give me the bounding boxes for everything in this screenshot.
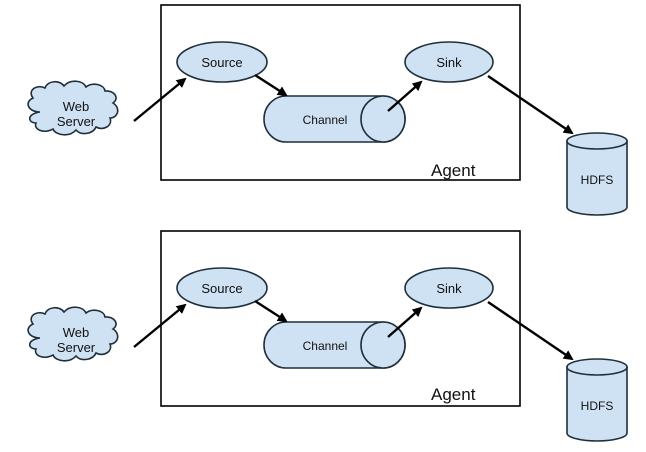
channel-node: Channel [263,95,406,143]
agent-box [160,230,521,407]
hdfs-label: HDFS [581,173,614,187]
sink-label: Sink [436,55,462,70]
arrow-channel-to-sink [387,306,423,338]
source-label: Source [201,281,242,296]
flume-diagram-2: Agent Web Server Source Channel Sink HDF [27,230,628,442]
channel-node: Channel [263,321,406,369]
agent-box [160,4,521,181]
source-node: Source [176,41,268,83]
web-server-cloud: Web Server [27,80,119,136]
channel-label: Channel [303,339,348,353]
hdfs-node: HDFS [566,358,628,442]
arrow-channel-to-sink [387,80,423,112]
arrow-source-to-channel [254,73,288,97]
web-server-label-line2: Server [57,340,96,355]
hdfs-node: HDFS [566,132,628,216]
web-server-label-line2: Server [57,114,96,129]
sink-node: Sink [404,41,494,83]
agent-label: Agent [431,385,476,404]
source-label: Source [201,55,242,70]
arrow-webserver-to-source [133,303,187,348]
arrow-source-to-channel [254,299,288,323]
hdfs-label: HDFS [581,399,614,413]
source-node: Source [176,267,268,309]
agent-label: Agent [431,161,476,180]
web-server-label-line1: Web [63,325,90,340]
arrow-sink-to-hdfs [487,301,574,361]
web-server-cloud: Web Server [27,306,119,362]
channel-label: Channel [303,113,348,127]
flume-diagram-1: Agent Web Server Source Channel Sink HDF [27,4,628,216]
sink-node: Sink [404,267,494,309]
arrow-webserver-to-source [133,77,187,122]
arrow-sink-to-hdfs [487,75,574,135]
sink-label: Sink [436,281,462,296]
web-server-label-line1: Web [63,99,90,114]
